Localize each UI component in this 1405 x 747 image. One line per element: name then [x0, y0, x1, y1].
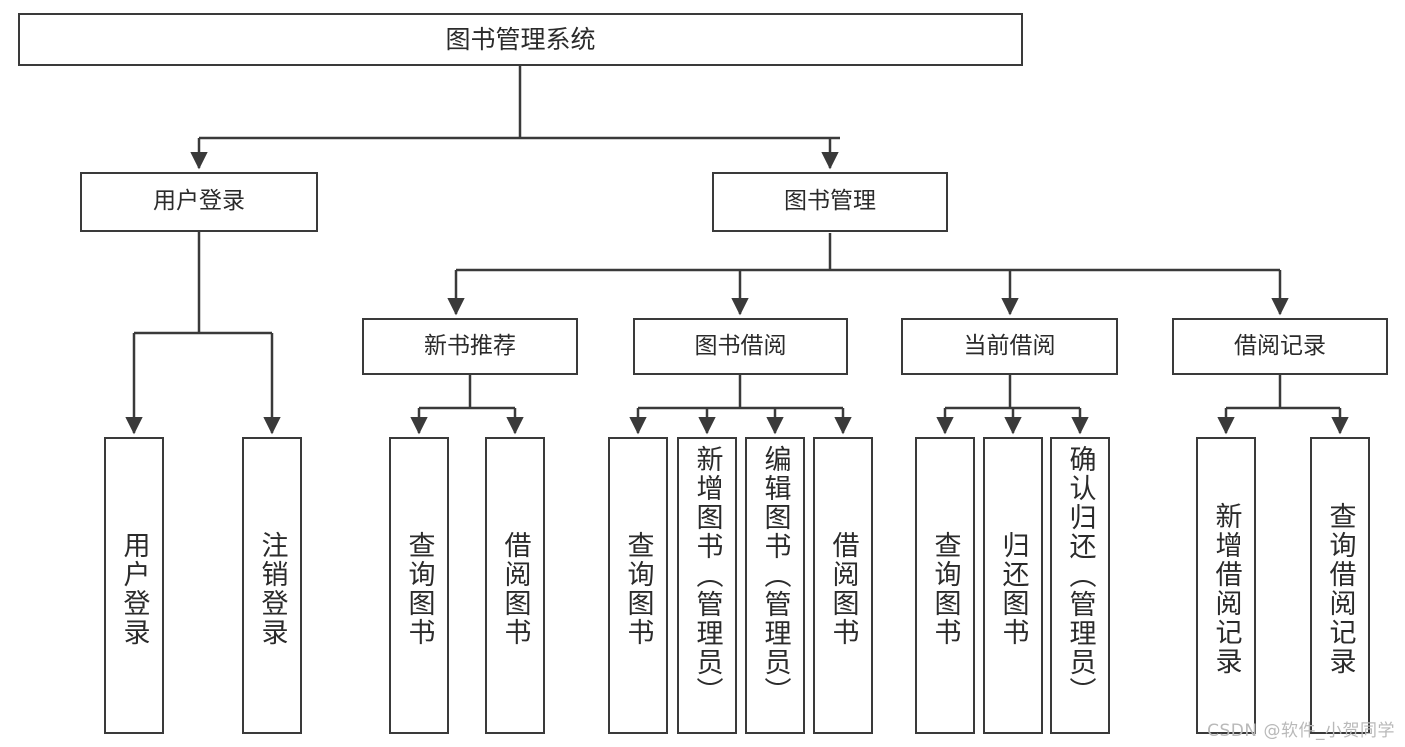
leaf-current-query-book[interactable]: 查询图书: [915, 437, 975, 734]
node-label: 查询借阅记录: [1324, 501, 1356, 676]
node-label: 查询图书: [929, 530, 961, 647]
leaf-query-borrow-record[interactable]: 查询借阅记录: [1310, 437, 1370, 734]
node-label: 图书管理: [784, 188, 876, 215]
node-root-system[interactable]: 图书管理系统: [18, 13, 1023, 66]
node-label: 查询图书: [622, 530, 654, 647]
node-book-management[interactable]: 图书管理: [712, 172, 948, 232]
node-label: 编辑图书（管理员）: [759, 445, 791, 706]
node-label: 归还图书: [997, 530, 1029, 647]
node-borrow-record[interactable]: 借阅记录: [1172, 318, 1388, 375]
node-label: 当前借阅: [963, 332, 1056, 359]
node-label: 用户登录: [153, 188, 245, 215]
node-label: 注销登录: [256, 530, 288, 647]
node-label: 图书管理系统: [445, 24, 596, 54]
leaf-new-book-borrow[interactable]: 借阅图书: [485, 437, 545, 734]
node-label: 新增图书（管理员）: [691, 445, 723, 706]
node-label: 查询图书: [403, 530, 435, 647]
leaf-logout[interactable]: 注销登录: [242, 437, 302, 734]
leaf-new-book-query[interactable]: 查询图书: [389, 437, 449, 734]
leaf-confirm-return-admin[interactable]: 确认归还（管理员）: [1050, 437, 1110, 734]
node-label: 借阅记录: [1234, 332, 1326, 359]
node-label: 借阅图书: [499, 530, 531, 647]
node-label: 用户登录: [118, 530, 150, 647]
node-label: 新增借阅记录: [1210, 501, 1242, 676]
csdn-watermark: CSDN @软件_小贺同学: [1207, 721, 1395, 741]
node-label: 借阅图书: [827, 530, 859, 647]
leaf-borrow-query-book[interactable]: 查询图书: [608, 437, 668, 734]
node-user-login[interactable]: 用户登录: [80, 172, 318, 232]
leaf-return-book[interactable]: 归还图书: [983, 437, 1043, 734]
node-label: 确认归还（管理员）: [1064, 445, 1096, 706]
leaf-edit-book-admin[interactable]: 编辑图书（管理员）: [745, 437, 805, 734]
node-label: 新书推荐: [424, 332, 516, 359]
node-label: 图书借阅: [694, 332, 787, 359]
leaf-borrow-book[interactable]: 借阅图书: [813, 437, 873, 734]
leaf-add-borrow-record[interactable]: 新增借阅记录: [1196, 437, 1256, 734]
node-current-borrow[interactable]: 当前借阅: [901, 318, 1118, 375]
node-new-book-recommend[interactable]: 新书推荐: [362, 318, 578, 375]
leaf-add-book-admin[interactable]: 新增图书（管理员）: [677, 437, 737, 734]
node-book-borrow[interactable]: 图书借阅: [633, 318, 848, 375]
leaf-user-login[interactable]: 用户登录: [104, 437, 164, 734]
